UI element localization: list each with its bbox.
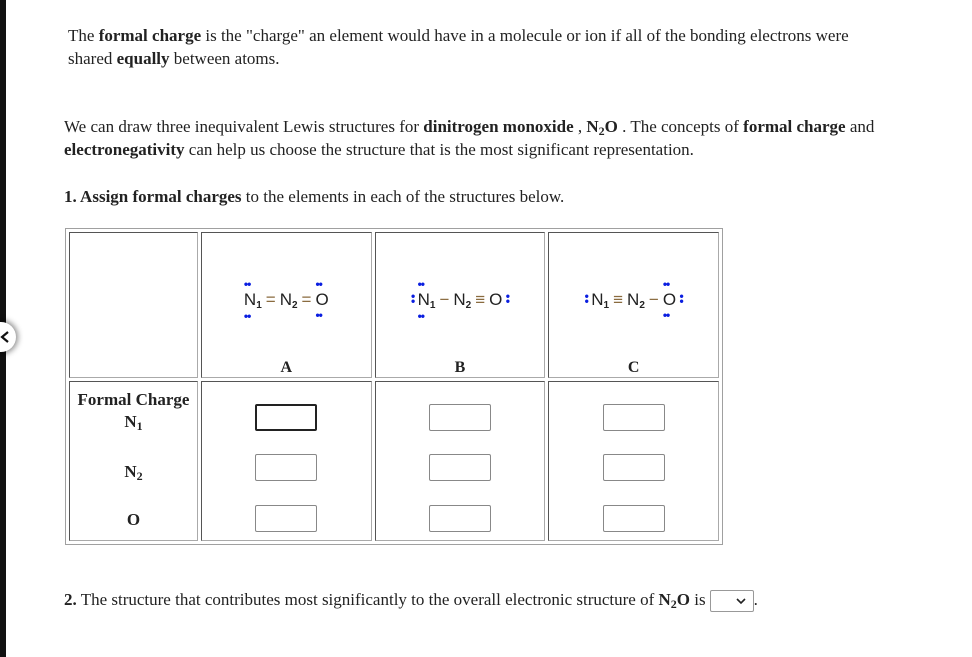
formal-charge-definition: The formal charge is the "charge" an ele… xyxy=(68,24,849,70)
text: is the "charge" an element would have in… xyxy=(201,26,849,45)
atom-o: O•• xyxy=(489,289,510,309)
structure-cell-c: ••N1 ≡ N2 − ••O•••• C xyxy=(548,232,719,378)
formula-n2o: N2O xyxy=(586,117,618,138)
question-2: 2. The structure that contributes most s… xyxy=(64,588,758,613)
text: We can draw three inequivalent Lewis str… xyxy=(64,117,424,136)
formula-n2o: N2O xyxy=(658,590,691,611)
formal-charge-header: Formal Charge xyxy=(77,390,190,409)
atom-n1: ••N1•• xyxy=(243,276,262,323)
input-b-n1[interactable] xyxy=(428,404,491,431)
text: is xyxy=(690,590,706,609)
inputs-cell-c xyxy=(548,381,719,541)
question-number: 1. xyxy=(64,187,77,206)
lewis-structure-a: ••N1•• = N2 = ••O•• xyxy=(202,276,371,323)
structure-label-a: A xyxy=(280,359,293,376)
blank-header-cell xyxy=(69,232,198,378)
input-c-o[interactable] xyxy=(602,505,665,532)
bold-term: dinitrogen monoxide xyxy=(423,117,574,136)
structure-label-c: C xyxy=(627,359,640,376)
atom-o: ••O•• xyxy=(315,277,329,322)
input-c-n1[interactable] xyxy=(602,404,665,431)
text: to the elements in each of the structure… xyxy=(241,187,565,206)
chevron-down-icon xyxy=(736,598,746,605)
context-paragraph: We can draw three inequivalent Lewis str… xyxy=(64,115,874,161)
structure-cell-a: ••N1•• = N2 = ••O•• A xyxy=(201,232,372,378)
inputs-cell-a xyxy=(201,381,372,541)
triple-bond: ≡ xyxy=(613,290,624,309)
formal-charge-row: Formal Charge N1 N2 O xyxy=(69,381,719,541)
structure-label-b: B xyxy=(454,359,466,376)
text: . xyxy=(753,590,758,609)
lewis-structure-c: ••N1 ≡ N2 − ••O•••• xyxy=(549,277,718,322)
atom-o: ••O•••• xyxy=(662,277,684,322)
text: , xyxy=(573,117,587,136)
inputs-cell-b xyxy=(374,381,546,541)
atom-n2: N2 xyxy=(279,289,298,311)
structures-row: ••N1•• = N2 = ••O•• A ••••N1•• − N2 ≡ O•… xyxy=(69,232,719,378)
input-b-o[interactable] xyxy=(428,505,491,532)
text: The xyxy=(68,26,99,45)
input-b-n2[interactable] xyxy=(428,454,491,481)
row-label-n2: N2 xyxy=(124,462,143,483)
text: . The concepts of xyxy=(617,117,744,136)
atom-n2: N2 xyxy=(627,289,645,311)
input-a-n2[interactable] xyxy=(255,454,318,481)
text: shared xyxy=(68,49,117,68)
text: and xyxy=(845,117,875,136)
bold-term: Assign formal charges xyxy=(76,187,242,206)
back-button[interactable] xyxy=(0,322,16,352)
atom-n1: ••N1 xyxy=(584,288,610,311)
text: The structure that contributes most sign… xyxy=(76,590,659,609)
double-bond: = xyxy=(301,290,312,309)
lewis-structure-b: ••••N1•• − N2 ≡ O•• xyxy=(376,276,545,323)
structure-cell-b: ••••N1•• − N2 ≡ O•• B xyxy=(374,232,546,378)
row-label-n1: N1 xyxy=(124,412,143,433)
double-bond: = xyxy=(265,290,276,309)
formal-charge-table: ••N1•• = N2 = ••O•• A ••••N1•• − N2 ≡ O•… xyxy=(65,228,723,545)
bold-term: formal charge xyxy=(743,117,846,136)
text: between atoms. xyxy=(169,49,280,68)
input-a-n1[interactable] xyxy=(255,404,318,431)
row-label-o: O xyxy=(126,510,141,529)
atom-n1: ••••N1•• xyxy=(410,276,436,323)
structure-select-dropdown[interactable] xyxy=(709,590,754,613)
input-a-o[interactable] xyxy=(255,505,318,532)
input-c-n2[interactable] xyxy=(602,454,665,481)
single-bond: − xyxy=(439,290,450,309)
bold-term: equally xyxy=(116,49,170,68)
atom-n2: N2 xyxy=(453,289,472,311)
bold-term: electronegativity xyxy=(64,140,185,159)
chevron-left-icon xyxy=(0,331,9,343)
single-bond: − xyxy=(648,290,659,309)
row-labels-cell: Formal Charge N1 N2 O xyxy=(69,381,198,541)
triple-bond: ≡ xyxy=(475,290,486,309)
question-number: 2. xyxy=(64,590,77,609)
bold-term: formal charge xyxy=(98,26,202,45)
question-1: 1. Assign formal charges to the elements… xyxy=(64,185,564,208)
text: can help us choose the structure that is… xyxy=(184,140,694,159)
